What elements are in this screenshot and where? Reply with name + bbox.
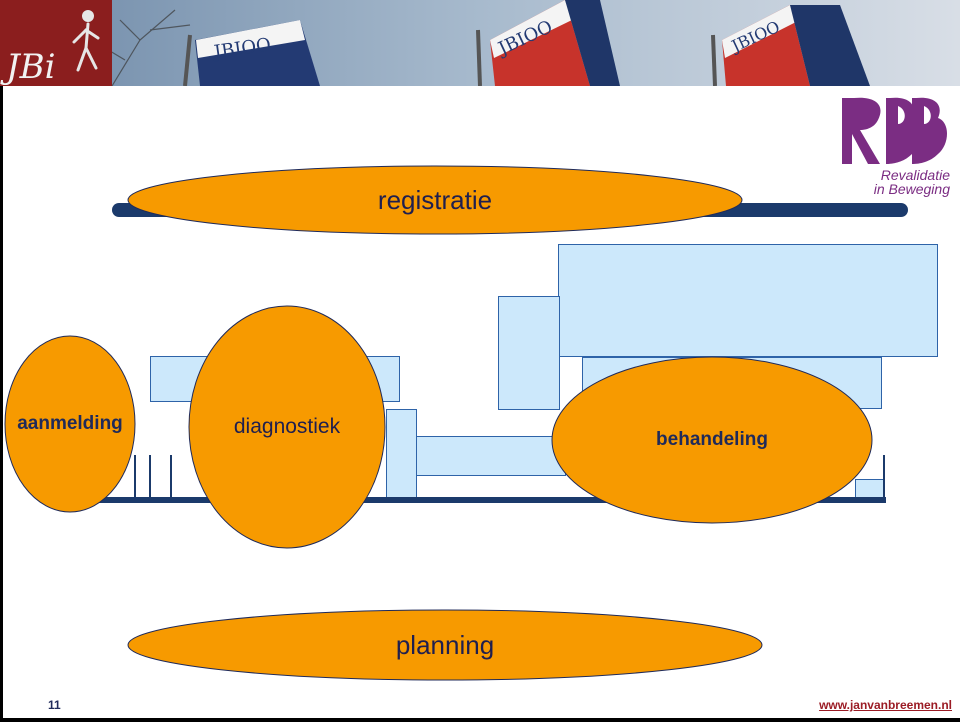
aanmelding-label: aanmelding [17,413,123,434]
aanmelding-ellipse: aanmelding [4,335,136,513]
diagnostiek-label: diagnostiek [233,415,341,438]
box-right-top [558,244,938,357]
diagnostiek-ellipse: diagnostiek [188,305,386,549]
slide-left-border [0,86,3,722]
box-tall [386,409,417,501]
brand-line-1: Revalidatie [880,167,950,183]
tick-3 [170,455,172,497]
header-banner: JBIOO JBIOO JBIOO JBi [0,0,960,86]
brand-line-2: in Beweging [873,181,950,197]
rb-logo-icon [838,94,950,204]
behandeling-label: behandeling [656,429,768,450]
tick-2 [149,455,151,497]
slide-bottom-border [0,718,960,722]
box-right-mid [498,296,560,410]
tick-1 [134,455,136,497]
brand-text: Revalidatie in Beweging [838,168,950,196]
timeline-bar [90,497,886,503]
behandeling-ellipse: behandeling [551,356,873,524]
box-long [416,436,566,476]
planning-ellipse: planning [126,608,764,682]
website-link[interactable]: www.janvanbreemen.nl [819,698,952,712]
flag-2: JBIOO [476,0,620,86]
planning-label: planning [395,629,495,660]
registratie-label: registratie [377,184,493,215]
jbi-logo: JBi [0,0,112,86]
flag-1: JBIOO [183,20,320,86]
page-number: 11 [48,698,61,712]
tick-4 [883,455,885,497]
registratie-ellipse: registratie [126,164,744,236]
jbi-logo-text: JBi [0,47,56,86]
